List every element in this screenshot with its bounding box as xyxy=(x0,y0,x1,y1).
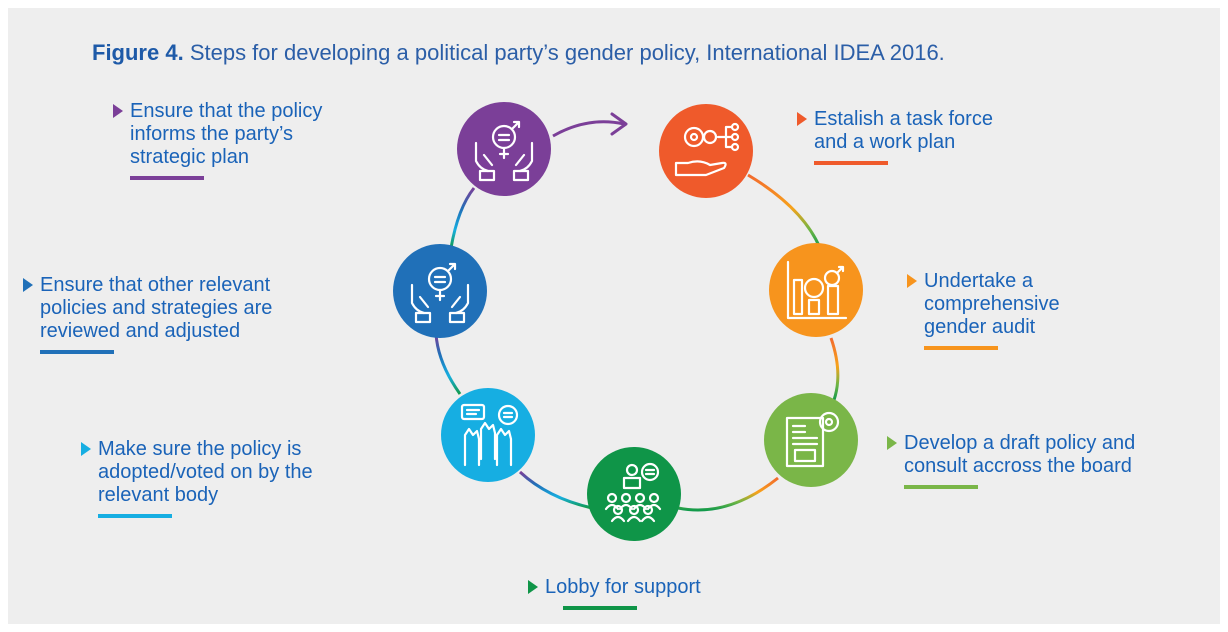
step-node xyxy=(441,388,535,482)
step-gender-audit: Undertake a comprehensive gender audit xyxy=(907,270,1124,350)
step-strategic-plan: Ensure that the policy informs the party… xyxy=(113,100,390,180)
cycle-diagram xyxy=(393,102,863,541)
step-line: Develop a draft policy and xyxy=(904,432,1136,454)
step-node-circle xyxy=(441,388,535,482)
bullet-icon xyxy=(81,442,91,456)
step-line: policies and strategies are xyxy=(40,297,273,319)
ring-segment xyxy=(518,470,593,510)
step-line: consult accross the board xyxy=(904,455,1132,477)
step-underline xyxy=(814,161,888,165)
ring-segment xyxy=(829,337,840,401)
figure-caption: Steps for developing a political party’s… xyxy=(189,40,945,65)
step-line: and a work plan xyxy=(814,131,956,153)
bullet-icon xyxy=(113,104,123,118)
step-draft-policy: Develop a draft policy and consult accro… xyxy=(887,432,1204,489)
step-node-circle xyxy=(764,393,858,487)
step-node-circle xyxy=(587,447,681,541)
step-node xyxy=(457,102,551,196)
step-node xyxy=(587,447,681,541)
step-underline xyxy=(563,606,637,610)
step-node-circle xyxy=(769,243,863,337)
bullet-icon xyxy=(887,436,897,450)
gears-hand-icon xyxy=(674,122,740,177)
step-line: Estalish a task force xyxy=(814,108,993,130)
step-underline xyxy=(924,346,998,350)
step-underline xyxy=(130,176,204,180)
hands-gender-symbol-icon xyxy=(410,262,470,324)
step-node-circle xyxy=(659,104,753,198)
step-line: informs the party’s xyxy=(130,123,294,145)
ring-segment xyxy=(677,476,779,512)
step-line: Make sure the policy is xyxy=(98,438,302,460)
step-line: gender audit xyxy=(924,316,1036,338)
ring-segment xyxy=(434,333,462,395)
step-review-policies: Ensure that other relevant policies and … xyxy=(23,274,360,354)
document-gear-icon xyxy=(785,411,840,468)
step-node xyxy=(393,244,487,338)
bullet-icon xyxy=(23,278,33,292)
bullet-icon xyxy=(797,112,807,126)
step-line: Undertake a xyxy=(924,270,1033,292)
cycle-arrow xyxy=(552,120,625,138)
cycle-ring xyxy=(434,112,840,512)
step-line: relevant body xyxy=(98,484,219,506)
figure-label: Figure 4. xyxy=(92,40,184,65)
step-task-force: Estalish a task force and a work plan xyxy=(797,108,1074,165)
figure-title: Figure 4. Steps for developing a politic… xyxy=(92,40,945,66)
hands-gender-symbol-icon xyxy=(474,120,534,182)
step-line: Ensure that other relevant xyxy=(40,274,271,296)
step-lobby: Lobby for support xyxy=(528,576,765,610)
step-line: adopted/voted on by the xyxy=(98,461,313,483)
audience-speaker-icon xyxy=(604,462,662,523)
ring-segment xyxy=(747,173,822,249)
step-node xyxy=(659,104,753,198)
step-line: Ensure that the policy xyxy=(130,100,323,122)
raised-hands-vote-icon xyxy=(460,403,519,467)
step-line: Lobby for support xyxy=(545,576,701,598)
ring-segment xyxy=(449,187,476,249)
arrow-head-icon xyxy=(610,112,628,136)
step-underline xyxy=(40,350,114,354)
step-node xyxy=(764,393,858,487)
gender-bar-chart-icon xyxy=(786,260,848,320)
figure-panel: Figure 4. Steps for developing a politic… xyxy=(8,8,1220,624)
step-underline xyxy=(98,514,172,518)
step-line: comprehensive xyxy=(924,293,1060,315)
step-node xyxy=(769,243,863,337)
step-adopt-vote: Make sure the policy is adopted/voted on… xyxy=(81,438,378,518)
step-underline xyxy=(904,485,978,489)
step-line: strategic plan xyxy=(130,146,249,168)
bullet-icon xyxy=(907,274,917,288)
step-line: reviewed and adjusted xyxy=(40,320,241,342)
bullet-icon xyxy=(528,580,538,594)
